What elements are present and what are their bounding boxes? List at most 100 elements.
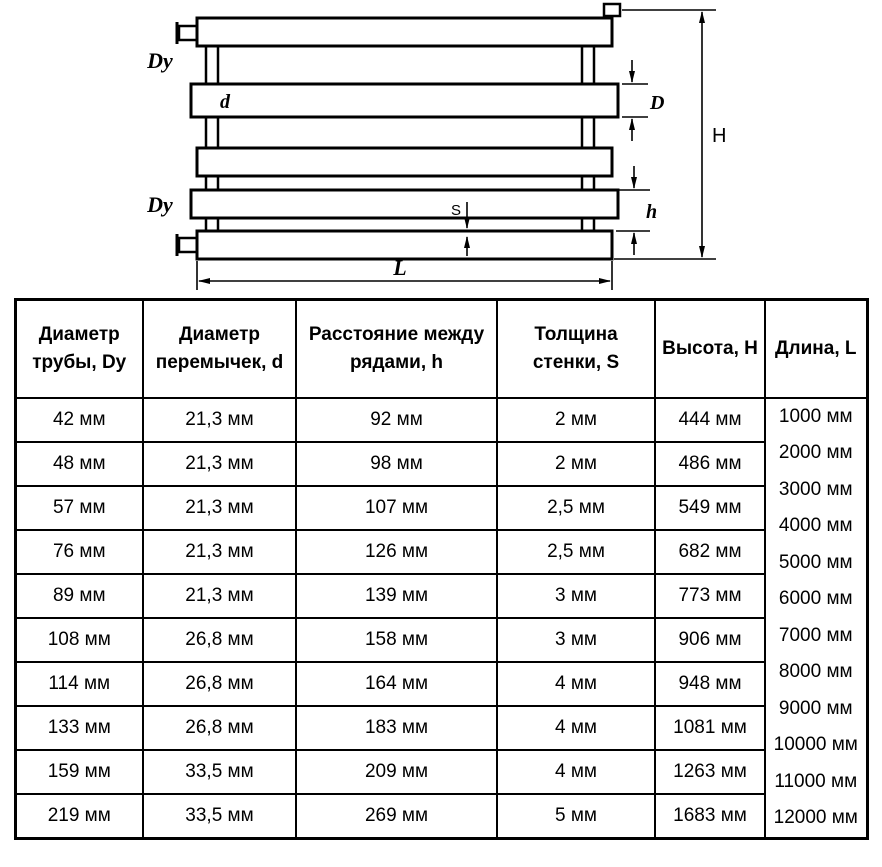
header-line: Диаметр	[178, 324, 261, 346]
inlet-stub-top	[175, 22, 199, 44]
length-value: 9000 мм	[778, 697, 853, 719]
header-line: Диаметр	[38, 324, 120, 346]
label-dy-top: Dy	[146, 48, 173, 73]
table-cell: 33,5 мм	[142, 792, 297, 840]
table-cell: 4 мм	[496, 748, 656, 795]
header-line: перемычек, d	[155, 351, 284, 373]
table-row: 48 мм 21,3 мм 98 мм 2 мм 486 мм	[14, 440, 867, 487]
table-cell: 26,8 мм	[142, 616, 297, 663]
length-value: 11000 мм	[774, 770, 858, 792]
table-row: 114 мм 26,8 мм 164 мм 4 мм 948 мм	[14, 660, 867, 707]
table-cell: 98 мм	[295, 440, 498, 487]
header-line: Расстояние между	[308, 324, 485, 346]
top-right-fitting	[602, 2, 622, 18]
jumper-pipes	[204, 46, 596, 231]
tube-row-2	[189, 82, 620, 119]
table-cell: 21,3 мм	[142, 484, 297, 531]
label-L: L	[392, 255, 406, 280]
dimension-H	[614, 9, 716, 260]
header-wall-thickness: Толщина стенки, S	[496, 298, 656, 399]
header-row: Диаметр трубы, Dy Диаметр перемычек, d Р…	[14, 298, 868, 399]
table-cell: 21,3 мм	[142, 528, 297, 575]
table-cell: 5 мм	[496, 792, 656, 840]
tube-row-1	[195, 16, 614, 48]
table-cell: 114 мм	[14, 660, 144, 707]
label-D: D	[649, 92, 664, 114]
table-cell: 1263 мм	[654, 748, 766, 795]
table-cell: 4 мм	[496, 660, 656, 707]
header-line: рядами, h	[350, 351, 443, 373]
table-cell: 139 мм	[295, 572, 498, 619]
table-row: 42 мм 21,3 мм 92 мм 2 мм 444 мм 1000 мм …	[14, 396, 868, 839]
table-cell: 773 мм	[654, 572, 766, 619]
table-cell: 2,5 мм	[496, 484, 656, 531]
table-cell: 42 мм	[14, 396, 144, 443]
table-cell: 133 мм	[14, 704, 144, 751]
length-value: 6000 мм	[778, 588, 853, 609]
header-jumper-diameter: Диаметр перемычек, d	[142, 298, 297, 399]
table-row: 89 мм 21,3 мм 139 мм 3 мм 773 мм	[14, 572, 867, 619]
table-cell: 92 мм	[295, 396, 498, 443]
length-value: 1000 мм	[778, 405, 853, 427]
header-line: стенки, S	[532, 351, 620, 373]
table-cell: 2 мм	[496, 440, 656, 487]
header-row-spacing: Расстояние между рядами, h	[295, 298, 498, 399]
length-value: 5000 мм	[778, 551, 853, 573]
table-cell: 906 мм	[654, 616, 766, 663]
table-cell: 126 мм	[295, 528, 498, 575]
table-cell: 48 мм	[14, 440, 144, 487]
length-value: 12000 мм	[773, 807, 858, 828]
table-cell: 76 мм	[14, 528, 144, 575]
table-cell: 209 мм	[295, 748, 498, 795]
length-value: 10000 мм	[773, 734, 858, 755]
table-cell: 26,8 мм	[142, 704, 297, 751]
header-length: Длина, L	[764, 298, 868, 399]
table-cell: 21,3 мм	[142, 572, 297, 619]
label-h: h	[646, 201, 657, 223]
label-d: d	[220, 91, 231, 113]
dimension-h	[616, 166, 650, 255]
table-row: 57 мм 21,3 мм 107 мм 2,5 мм 549 мм	[14, 484, 867, 531]
label-dy-bottom: Dy	[146, 192, 173, 217]
tube-row-4	[189, 188, 620, 220]
table-cell: 183 мм	[295, 704, 498, 751]
inlet-stub-bottom	[175, 234, 199, 256]
tube-row-3	[195, 146, 614, 178]
table-cell: 948 мм	[654, 660, 766, 707]
header-line: Длина, L	[775, 337, 857, 359]
table-row: 76 мм 21,3 мм 126 мм 2,5 мм 682 мм	[14, 528, 867, 575]
table-cell: 21,3 мм	[142, 396, 297, 443]
label-H: H	[712, 125, 726, 147]
length-values-cell: 1000 мм 2000 мм 3000 мм 4000 мм 5000 мм …	[764, 396, 868, 839]
table-cell: 3 мм	[496, 572, 656, 619]
table-cell: 1683 мм	[654, 792, 766, 840]
table-cell: 444 мм	[654, 396, 766, 443]
header-line: Толщина	[534, 324, 618, 346]
table-cell: 164 мм	[295, 660, 498, 707]
register-diagram: Dy d D H h S L Dy	[0, 0, 882, 296]
header-height: Высота, H	[654, 298, 766, 399]
length-value: 2000 мм	[778, 442, 853, 463]
length-value: 3000 мм	[778, 478, 853, 500]
table-cell: 486 мм	[654, 440, 766, 487]
dimension-L	[196, 261, 613, 290]
table-cell: 89 мм	[14, 572, 144, 619]
length-value: 8000 мм	[778, 661, 853, 682]
dimension-D	[622, 60, 648, 141]
table-cell: 57 мм	[14, 484, 144, 531]
header-line: Высота, H	[662, 337, 758, 359]
spec-table: Диаметр трубы, Dy Диаметр перемычек, d Р…	[13, 298, 869, 840]
table-cell: 2 мм	[496, 396, 656, 443]
table-cell: 2,5 мм	[496, 528, 656, 575]
table-row: 133 мм 26,8 мм 183 мм 4 мм 1081 мм	[14, 704, 867, 751]
table-cell: 682 мм	[654, 528, 766, 575]
table-cell: 4 мм	[496, 704, 656, 751]
table-cell: 21,3 мм	[142, 440, 297, 487]
tube-row-5	[195, 229, 614, 261]
label-S: S	[451, 202, 461, 219]
length-value: 7000 мм	[778, 624, 853, 646]
table-cell: 219 мм	[14, 792, 144, 840]
table-cell: 108 мм	[14, 616, 144, 663]
table-cell: 33,5 мм	[142, 748, 297, 795]
